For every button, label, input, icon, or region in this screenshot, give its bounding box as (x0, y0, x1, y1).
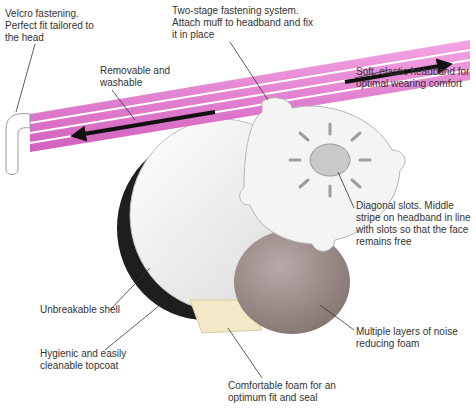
callout-label: Unbreakable shell (40, 304, 140, 316)
slot (352, 133, 360, 140)
slot (300, 133, 308, 140)
callout-label: Soft, elastic headband for optimal weari… (356, 66, 471, 90)
direction-arrow (78, 112, 215, 135)
headband-stripe (30, 50, 470, 123)
leader-line (320, 305, 354, 330)
callout-label: Multiple layers of noise reducing foam (356, 326, 466, 350)
slot (360, 159, 370, 162)
slot (352, 180, 360, 187)
slot (329, 124, 332, 134)
callout-label: Velcro fastening. Perfect fit tailored t… (5, 8, 110, 44)
leader-line (230, 42, 268, 100)
slot (329, 186, 332, 196)
slot (290, 159, 300, 162)
leader-line (338, 172, 354, 208)
leader-line (110, 268, 150, 310)
leader-line (112, 90, 135, 120)
callout-label: Comfortable foam for an optimum fit and … (228, 380, 348, 404)
leader-line (16, 44, 35, 112)
leader-line (228, 328, 262, 378)
slot (300, 180, 308, 187)
callout-label: Two-stage fastening system. Attach muff … (172, 5, 317, 41)
callout-label: Diagonal slots. Middle stripe on headban… (356, 200, 474, 248)
callout-label: Removable and washable (100, 65, 175, 89)
velcro-fold (6, 114, 30, 175)
headband-stripe (30, 60, 470, 133)
plate-hole (310, 144, 350, 176)
leader-lines (16, 42, 388, 378)
callout-label: Hygienic and easily cleanable topcoat (40, 348, 140, 372)
diagonal-slots (290, 124, 370, 196)
